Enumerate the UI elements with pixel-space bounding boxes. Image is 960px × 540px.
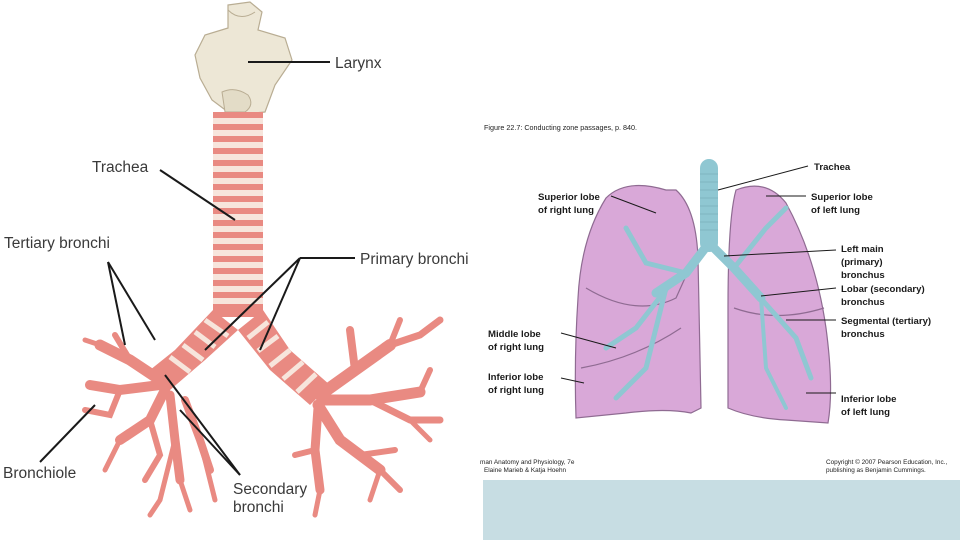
lung-conducting-zone-diagram: Figure 22.7: Conducting zone passages, p… [466,108,960,480]
left-leader-lines [40,62,355,475]
label-inferior-right-1: Inferior lobe [488,372,543,383]
right-lung-shape [575,186,701,419]
trachea-shape [213,112,263,317]
larynx-shape [195,2,292,115]
label-middle-right-1: Middle lobe [488,329,541,340]
label-superior-left-2: of left lung [811,205,860,216]
label-left-main-3: bronchus [841,270,885,281]
label-segmental-1: Segmental (tertiary) [841,316,931,327]
top-white-band [483,0,960,108]
label-larynx: Larynx [335,55,382,72]
label-bronchiole: Bronchiole [3,465,76,482]
label-lobar-1: Lobar (secondary) [841,284,925,295]
label-left-main-2: (primary) [841,257,883,268]
label-secondary-bronchi-2: bronchi [233,499,284,516]
left-lung-branches [295,320,440,515]
label-segmental-2: bronchus [841,329,885,340]
label-inferior-left-1: Inferior lobe [841,394,896,405]
bronchial-tree-diagram: Larynx Trachea Tertiary bronchi Primary … [0,0,482,540]
footer-right-line2: publishing as Benjamin Cummings. [826,467,926,474]
footer-left-line2: Elaine Marieb & Katja Hoehn [484,467,567,474]
bottom-blue-band [483,480,960,540]
label-secondary-bronchi-1: Secondary [233,481,307,498]
label-inferior-right-2: of right lung [488,385,544,396]
label-lobar-2: bronchus [841,297,885,308]
label-trachea-r: Trachea [814,162,851,173]
footer-left-line1: man Anatomy and Physiology, 7e [480,459,575,466]
label-middle-right-2: of right lung [488,342,544,353]
footer-right-line1: Copyright © 2007 Pearson Education, Inc.… [826,458,947,466]
label-trachea: Trachea [92,159,149,176]
label-superior-right-2: of right lung [538,205,594,216]
label-tertiary-bronchi: Tertiary bronchi [4,235,110,252]
label-left-main-1: Left main [841,244,884,255]
label-superior-left-1: Superior lobe [811,192,873,203]
left-lung-shape [728,186,831,423]
figure-caption: Figure 22.7: Conducting zone passages, p… [484,123,637,132]
label-primary-bronchi: Primary bronchi [360,251,469,268]
label-inferior-left-2: of left lung [841,407,890,418]
label-superior-right-1: Superior lobe [538,192,600,203]
